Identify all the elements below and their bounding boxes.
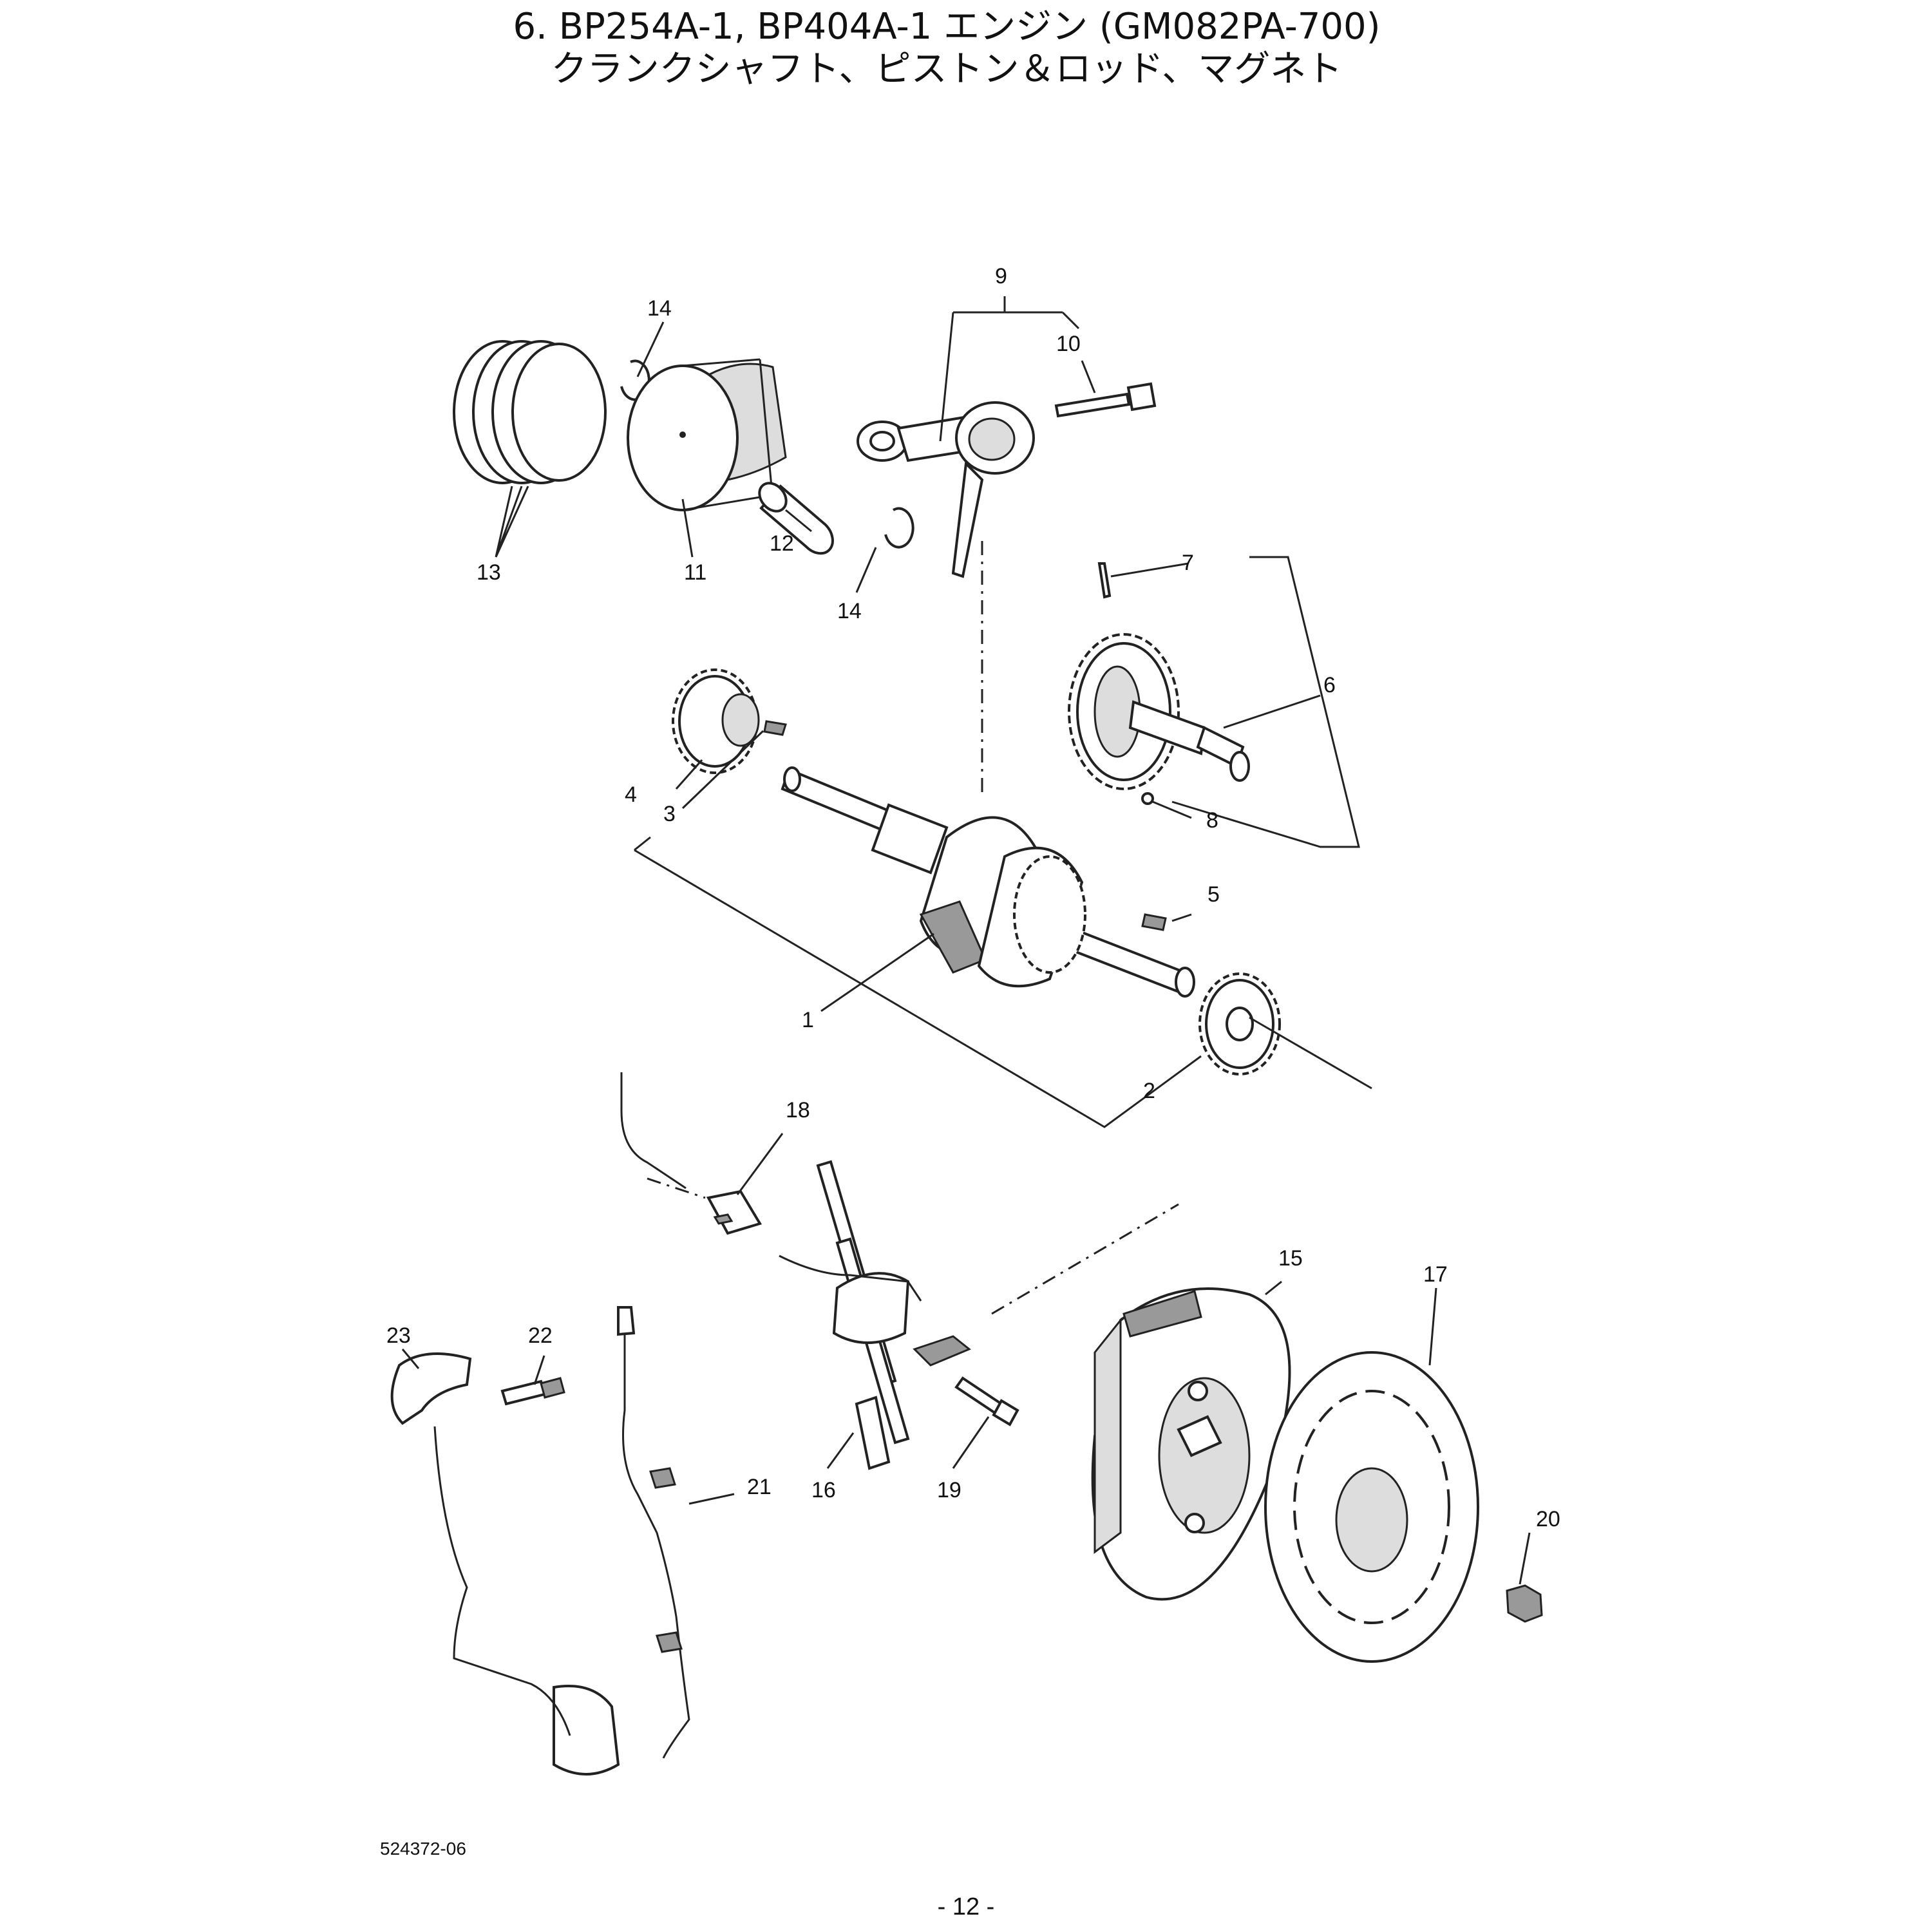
crankshaft[interactable] (781, 766, 1195, 998)
callout-2: 2 (1143, 1079, 1155, 1103)
callout-18: 18 (786, 1098, 810, 1122)
camshaft[interactable] (1068, 633, 1250, 790)
cam-pin[interactable] (1097, 562, 1112, 599)
wire-18-dash (647, 1177, 706, 1199)
callout-5: 5 (1208, 882, 1220, 907)
callout-11: 11 (684, 560, 706, 585)
flywheel-nut[interactable] (1506, 1584, 1543, 1623)
callout-12: 12 (770, 531, 794, 556)
callout-10: 10 (1056, 332, 1081, 356)
callout-23: 23 (386, 1323, 411, 1348)
callout-21: 21 (747, 1475, 772, 1499)
connecting-rod[interactable] (857, 401, 1035, 578)
callout-4: 4 (625, 782, 637, 807)
leader-lines (401, 296, 1531, 1585)
page-number: - 12 - (937, 1893, 995, 1920)
woodruff-key-3[interactable] (763, 720, 787, 736)
callout-13: 13 (477, 560, 501, 585)
piston[interactable] (627, 358, 787, 511)
callout-9: 9 (995, 264, 1007, 289)
callout-15: 15 (1278, 1246, 1303, 1271)
callout-19: 19 (937, 1478, 961, 1502)
callout-labels: 1 2 3 4 5 6 7 8 9 10 11 12 13 14 14 15 1… (386, 264, 1560, 1531)
piston-rings[interactable] (453, 340, 607, 484)
wire-18 (620, 1072, 922, 1302)
callout-17: 17 (1423, 1262, 1448, 1287)
callout-14-lower: 14 (837, 599, 862, 623)
callout-14-top: 14 (647, 296, 672, 321)
governor-gear[interactable] (1198, 972, 1281, 1075)
diagram-title: 6. BP254A-1, BP404A-1 エンジン (GM082PA-700) (513, 6, 1381, 48)
flywheel-fan[interactable] (1264, 1351, 1479, 1663)
magneto-rotor[interactable] (1091, 1287, 1291, 1601)
callout-6: 6 (1323, 673, 1336, 697)
cam-washer[interactable] (1141, 792, 1154, 805)
drawing-code: 524372-06 (380, 1839, 466, 1859)
woodruff-key-5[interactable] (1141, 913, 1167, 931)
crankshaft-gear (1013, 855, 1086, 974)
coil-bolt[interactable] (954, 1376, 1019, 1426)
callout-8: 8 (1206, 808, 1218, 833)
callout-7: 7 (1182, 551, 1194, 575)
ignition-coil[interactable] (816, 1160, 971, 1470)
callout-20: 20 (1536, 1507, 1560, 1531)
callout-1: 1 (802, 1008, 814, 1032)
diagram-subtitle: クランクシャフト、ピストン＆ロッド、マグネト (551, 48, 1343, 90)
callout-3: 3 (663, 802, 676, 826)
wire-harness[interactable] (553, 1306, 690, 1776)
rod-bolt[interactable] (1054, 382, 1157, 418)
plug-cap[interactable] (390, 1352, 571, 1736)
connector-18[interactable] (706, 1189, 762, 1235)
piston-pin-clip-lower[interactable] (884, 507, 914, 549)
callout-16: 16 (811, 1478, 836, 1502)
callout-22: 22 (528, 1323, 553, 1348)
spark-plug[interactable] (500, 1377, 565, 1406)
crank-timing-gear[interactable] (672, 668, 760, 774)
